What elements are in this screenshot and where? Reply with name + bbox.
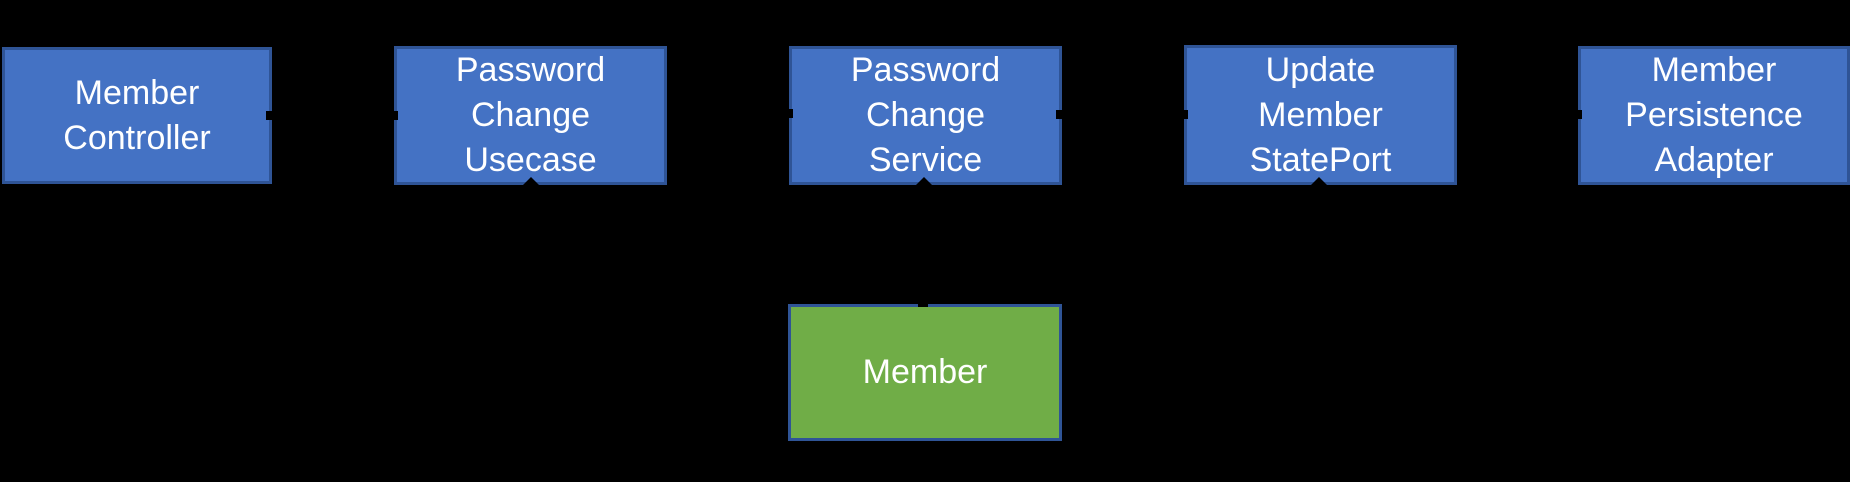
arrowhead-into-stateport-icon: [1181, 110, 1188, 119]
node-password-change-usecase-label: Password Change Usecase: [455, 51, 606, 179]
connector-nick-controller-right-edge: [266, 111, 273, 120]
node-member-controller: Member Controller: [2, 47, 272, 184]
node-member-persistence-adapter: Member Persistence Adapter: [1578, 46, 1850, 185]
arrowhead-into-usecase-icon: [391, 111, 398, 120]
node-member-entity: Member: [788, 304, 1062, 441]
arrowhead-into-member-entity-icon: [918, 302, 928, 307]
node-member-controller-label: Member Controller: [63, 73, 211, 157]
arrowhead-up-usecase-bottom-icon: [523, 177, 539, 185]
arrowhead-into-adapter-icon: [1575, 110, 1582, 119]
node-password-change-service-label: Password Change Service: [850, 51, 1001, 179]
node-update-member-stateport: Update Member StatePort: [1184, 45, 1457, 185]
node-update-member-stateport-label: Update Member StatePort: [1249, 50, 1392, 179]
node-member-persistence-adapter-label: Member Persistence Adapter: [1625, 51, 1803, 179]
connector-nick-service-bottom: [916, 177, 932, 185]
node-password-change-service: Password Change Service: [789, 46, 1062, 185]
node-member-entity-label: Member: [862, 353, 988, 391]
connector-nick-service-right-edge: [1056, 110, 1063, 119]
node-password-change-usecase: Password Change Usecase: [394, 46, 667, 185]
arrowhead-up-stateport-bottom-icon: [1311, 177, 1327, 185]
arrowhead-into-service-icon: [786, 109, 793, 118]
